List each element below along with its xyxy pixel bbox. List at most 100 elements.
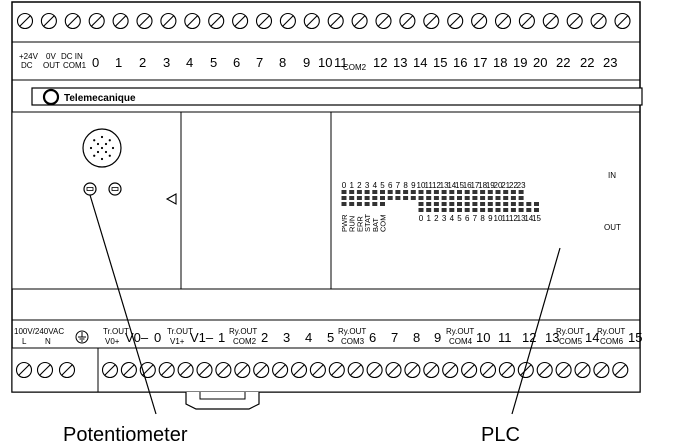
top-terminal-screw [518, 12, 535, 30]
top-terminal-screw [136, 12, 153, 30]
output-terminal-screw [101, 361, 119, 379]
output-led-lower [510, 208, 516, 212]
label-ry-out-com5: Ry.OUT [556, 327, 584, 336]
input-led-lower [503, 196, 509, 200]
output-led-number: 8 [480, 214, 485, 223]
output-led-upper [487, 202, 493, 206]
output-terminal-screw [423, 361, 440, 379]
potentiometer-leader-line [89, 194, 157, 415]
label-out-7: 7 [391, 330, 398, 345]
label-dc: DC [21, 61, 33, 70]
input-led-lower [395, 196, 401, 200]
label-ry-out-com3: Ry.OUT [338, 327, 366, 336]
output-led-lower [449, 208, 455, 212]
callout-plc: PLC [481, 424, 520, 446]
input-led-upper [510, 190, 516, 194]
label-tr-out-0: Tr.OUT [103, 327, 129, 336]
label-com2-top: COM2 [343, 63, 367, 72]
output-led-number: 15 [532, 214, 541, 223]
input-led-number: 15 [455, 181, 464, 190]
top-terminal-screw [112, 12, 129, 30]
top-terminal-screw [303, 12, 320, 30]
input-led-number: 19 [486, 181, 495, 190]
output-terminal-screw [555, 361, 572, 379]
label-v1-minus: V1– [190, 330, 214, 345]
status-led [349, 202, 355, 206]
status-led [372, 202, 378, 206]
arrow-left-icon [165, 193, 177, 205]
input-led-lower [349, 196, 355, 200]
output-led-lower [457, 208, 462, 212]
potentiometer-0-icon [83, 182, 97, 196]
din-rail-clip-inner [199, 392, 246, 400]
output-led-number: 3 [442, 214, 447, 223]
top-input-number: 20 [533, 55, 547, 70]
input-led-upper [403, 190, 409, 194]
top-input-number: 22 [580, 55, 594, 70]
output-led-number: 9 [488, 214, 493, 223]
top-input-number: 9 [303, 55, 310, 70]
label-24v: +24V [19, 52, 39, 61]
top-terminal-screw [590, 12, 607, 30]
brand-name: Telemecanique [64, 93, 136, 104]
output-terminal-screw [328, 361, 345, 379]
label-com3: COM3 [341, 337, 365, 346]
output-terminal-screw [517, 361, 534, 379]
output-led-upper [472, 202, 478, 206]
input-led-upper [457, 190, 462, 194]
top-input-number: 22 [556, 55, 570, 70]
top-terminal-screw [351, 12, 368, 30]
input-led-number: 3 [365, 181, 370, 190]
input-led-lower [341, 196, 347, 200]
top-terminal-screw [566, 12, 583, 30]
output-led-number: 1 [426, 214, 431, 223]
status-label: RUN [348, 216, 357, 232]
input-led-lower [441, 196, 447, 200]
input-led-upper [410, 190, 416, 194]
output-led-number: 5 [457, 214, 462, 223]
output-led-lower [503, 208, 509, 212]
top-terminal-screw [423, 12, 440, 30]
input-led-number: 10 [417, 181, 426, 190]
input-led-number: 11 [425, 181, 434, 190]
top-terminal-screw [471, 12, 488, 30]
output-led-lower [464, 208, 470, 212]
supply-terminal-screw [36, 361, 54, 379]
communication-connector [82, 128, 122, 168]
label-out: OUT [43, 61, 60, 70]
output-terminal-screw [177, 361, 194, 379]
input-led-number: 17 [470, 181, 479, 190]
output-led-upper [441, 202, 447, 206]
label-dc-in: DC IN [61, 52, 83, 61]
top-input-number: 2 [139, 55, 146, 70]
input-led-lower [472, 196, 478, 200]
label-out-15: 15 [628, 330, 642, 345]
input-led-number: 1 [349, 181, 354, 190]
label-out-5: 5 [327, 330, 334, 345]
input-led-upper [472, 190, 478, 194]
output-led-lower [526, 208, 532, 212]
bottom-terminal-labels: 100V/240VAC L N Tr.OUT V0+ V0– 0 Tr.OUT … [14, 327, 642, 346]
input-led-number: 14 [447, 181, 456, 190]
input-led-lower [418, 196, 424, 200]
input-led-upper [487, 190, 493, 194]
input-led-upper [495, 190, 501, 194]
display-out-label: OUT [604, 223, 621, 232]
top-terminal-screw [232, 12, 249, 30]
output-terminal-screw [215, 361, 232, 379]
input-led-number: 6 [388, 181, 393, 190]
input-led-upper [503, 190, 509, 194]
input-led-upper [372, 190, 378, 194]
output-led-lower [495, 208, 501, 212]
output-terminal-screw [158, 361, 175, 379]
input-led-number: 9 [411, 181, 416, 190]
input-led-upper [364, 190, 370, 194]
label-com4: COM4 [449, 337, 473, 346]
label-tr-out-1: Tr.OUT [167, 327, 193, 336]
input-led-number: 5 [380, 181, 385, 190]
input-led-upper [449, 190, 455, 194]
input-led-number: 8 [403, 181, 408, 190]
output-led-number: 13 [517, 214, 526, 223]
